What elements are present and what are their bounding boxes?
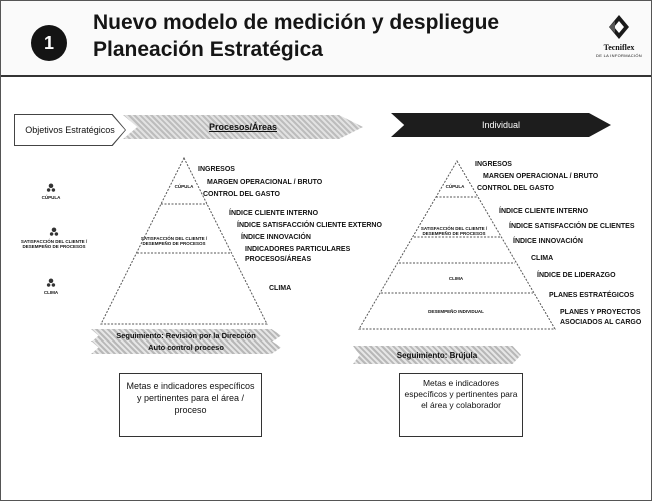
indicator-ingresos: INGRESOS — [475, 161, 512, 168]
people-icon — [450, 173, 460, 183]
left-banner-line-2: Auto control proceso — [91, 341, 281, 354]
left-goals-box: Metas e indicadores específicos y pertin… — [119, 373, 262, 437]
right-banner: Seguimiento: Brújula — [353, 346, 521, 364]
logo-subtext: DE LA INFORMACIÓN — [596, 53, 642, 58]
side-item-label: CÚPULA — [41, 195, 61, 200]
indicator-innovacion: ÍNDICE INNOVACIÓN — [241, 234, 311, 241]
indicator-margen: MARGEN OPERACIONAL / BRUTO — [207, 179, 323, 186]
indicator-cliente-interno: ÍNDICE CLIENTE INTERNO — [499, 208, 589, 215]
people-icon — [179, 173, 189, 183]
right-goals-box: Metas e indicadores específicos y pertin… — [399, 373, 523, 437]
chevron-individual: Individual — [391, 113, 611, 137]
chevron-procesos-areas: Procesos/Áreas — [123, 115, 363, 139]
indicator-cliente-interno: ÍNDICE CLIENTE INTERNO — [229, 210, 319, 217]
right-tier-clima: CLIMA — [441, 265, 471, 281]
right-tier-individual: DESEMPEÑO INDIVIDUAL — [419, 309, 493, 314]
right-tier-cupula: CÚPULA — [435, 173, 475, 189]
indicator-procesos-areas: PROCESOS/ÁREAS — [245, 256, 312, 263]
left-tier-label: SATISFACCIÓN DEL CLIENTE / DESEMPEÑO DE … — [140, 236, 208, 246]
people-icon — [448, 213, 460, 225]
indicator-particulares: INDICADORES PARTICULARES — [245, 246, 351, 253]
left-tier-label: CÚPULA — [174, 184, 194, 189]
indicator-asociados-cargo: ASOCIADOS AL CARGO — [560, 319, 642, 326]
indicator-planes-estrategicos: PLANES ESTRATÉGICOS — [549, 292, 635, 299]
right-tier-satisfaccion: SATISFACCIÓN DEL CLIENTE / DESEMPEÑO DE … — [409, 213, 499, 236]
right-pyramid — [358, 160, 556, 330]
indicator-planes-proyectos: PLANES Y PROYECTOS — [560, 309, 641, 316]
indicator-control-gasto: CONTROL DEL GASTO — [477, 185, 555, 192]
slide-title-line-2: Planeación Estratégica — [93, 38, 323, 61]
slide-header: 1 Nuevo modelo de medición y despliegue … — [1, 1, 651, 77]
people-icon — [45, 181, 57, 193]
right-tier-label: SATISFACCIÓN DEL CLIENTE / DESEMPEÑO DE … — [420, 226, 488, 236]
logo-mark-icon — [609, 15, 629, 39]
indicator-liderazgo: ÍNDICE DE LIDERAZGO — [537, 272, 616, 279]
people-icon — [451, 265, 461, 275]
indicator-innovacion: ÍNDICE INNOVACIÓN — [513, 238, 583, 245]
right-tier-label: DESEMPEÑO INDIVIDUAL — [428, 309, 484, 314]
right-tier-label: CÚPULA — [445, 184, 465, 189]
side-item-clima: CLIMA — [31, 276, 71, 295]
indicator-satisfaccion-clientes: ÍNDICE SATISFACCIÓN DE CLIENTES — [509, 223, 635, 230]
right-tier-label: CLIMA — [448, 276, 464, 281]
people-icon — [45, 276, 57, 288]
chevron-objetivos: Objetivos Estratégicos — [15, 115, 125, 145]
side-item-label: CLIMA — [43, 290, 59, 295]
side-item-satisfaccion: SATISFACCIÓN DEL CLIENTE / DESEMPEÑO DE … — [9, 225, 99, 249]
indicator-clima: CLIMA — [269, 285, 292, 292]
indicator-satisfaccion-externo: ÍNDICE SATISFACCIÓN CLIENTE EXTERNO — [237, 222, 382, 229]
side-item-cupula: CÚPULA — [31, 181, 71, 200]
left-banner-line-1: Seguimiento: Revisión por la Dirección — [91, 329, 281, 342]
indicator-ingresos: INGRESOS — [198, 166, 235, 173]
company-logo: Tecniflex DE LA INFORMACIÓN — [595, 13, 643, 65]
side-item-label: SATISFACCIÓN DEL CLIENTE / DESEMPEÑO DE … — [20, 239, 88, 249]
indicator-control-gasto: CONTROL DEL GASTO — [203, 191, 281, 198]
people-icon — [178, 286, 190, 298]
left-pyramid — [100, 156, 268, 325]
people-icon — [48, 225, 60, 237]
indicator-margen: MARGEN OPERACIONAL / BRUTO — [483, 173, 599, 180]
left-tier-satisfaccion: SATISFACCIÓN DEL CLIENTE / DESEMPEÑO DE … — [129, 223, 219, 246]
slide-title-line-1: Nuevo modelo de medición y despliegue — [93, 11, 500, 34]
logo-text: Tecniflex — [603, 43, 635, 52]
indicator-clima: CLIMA — [531, 255, 554, 262]
slide-number-badge: 1 — [31, 25, 67, 61]
left-tier-cupula: CÚPULA — [159, 173, 209, 189]
people-icon — [168, 223, 180, 235]
left-tier-clima — [169, 286, 199, 299]
